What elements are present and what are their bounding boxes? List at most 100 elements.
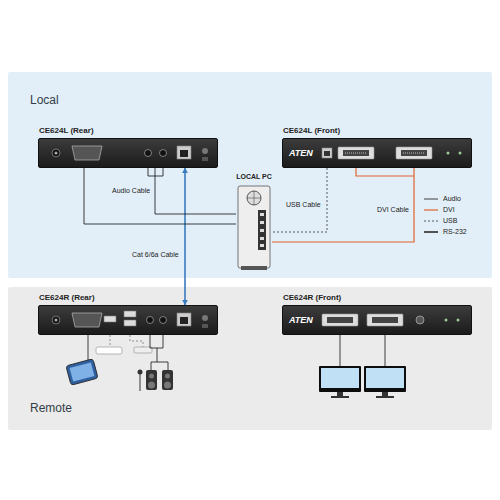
- legend: AudioDVI USBRS-232: [423, 193, 467, 237]
- legend-line: [424, 209, 438, 210]
- speaker-cone: [165, 374, 170, 379]
- device-name: CE624L (Front): [283, 126, 340, 136]
- audio-jack: [145, 150, 152, 157]
- power-pin: [55, 152, 58, 155]
- audio-bracket: [148, 168, 163, 176]
- pc-fan: [247, 191, 261, 205]
- legend-row: DVI: [423, 204, 467, 215]
- device-name: LOCAL PC: [236, 172, 272, 182]
- power-jack: [52, 149, 60, 157]
- legend-text: USB: [443, 216, 457, 225]
- microphone: [138, 370, 143, 375]
- monitor-screen: [366, 368, 404, 388]
- audio-jack: [160, 150, 167, 157]
- region-title: Local: [30, 93, 59, 107]
- dvi-port: [322, 314, 358, 326]
- dvi-socket: [343, 150, 369, 156]
- legend-row: RS-232: [423, 226, 467, 237]
- dvi-socket: [327, 317, 353, 323]
- led: [447, 152, 450, 155]
- touch-panel-screen: [70, 362, 95, 381]
- monitor-base: [331, 396, 349, 398]
- led: [445, 319, 448, 322]
- speaker: [162, 370, 173, 390]
- serial-port: [72, 146, 102, 160]
- led: [459, 152, 462, 155]
- brand-logo: ATEN: [289, 315, 313, 325]
- pc-port: [260, 229, 264, 232]
- legend-swatch: [423, 228, 439, 236]
- dvi-pins: [403, 153, 425, 154]
- keyboard: [96, 347, 122, 354]
- pc-port: [260, 244, 264, 247]
- microphone-stand: [140, 374, 141, 391]
- edge-label: DVI Cable: [376, 205, 410, 214]
- rj45-port: [177, 146, 191, 159]
- device-name: CE624L (Rear): [39, 126, 94, 136]
- monitor: [364, 366, 406, 392]
- dvi-socket: [372, 317, 398, 323]
- region-panel: RemoteCE624R (Rear)CE624R (Front)ATEN: [8, 287, 492, 430]
- serial-port: [72, 313, 102, 327]
- legend-swatch: [423, 195, 439, 203]
- usb-port: [124, 320, 136, 326]
- pc-foot: [241, 266, 267, 270]
- monitor-base: [376, 396, 394, 398]
- touch-panel-body: [66, 359, 98, 386]
- rj45-port: [177, 313, 191, 326]
- ground-screw: [202, 315, 208, 321]
- dvi-cable: [272, 168, 414, 242]
- legend-text: Audio: [443, 194, 461, 203]
- brand-logo: ATEN: [289, 148, 313, 158]
- cat6-cable: [184, 168, 186, 305]
- ground-screw: [202, 148, 208, 154]
- usb-cable: [272, 168, 327, 232]
- monitor: [319, 366, 361, 392]
- dvi-port: [338, 147, 374, 159]
- power-jack: [52, 316, 60, 324]
- speaker-cone: [164, 382, 171, 389]
- pc-port: [260, 221, 264, 224]
- dvi-port: [396, 147, 432, 159]
- usb-port: [104, 316, 116, 322]
- device-box: CE624L (Front)ATEN: [282, 138, 472, 168]
- rj45-socket: [180, 150, 188, 157]
- push-button: [416, 316, 424, 324]
- touch-panel: [66, 359, 98, 386]
- audio-jack: [147, 317, 154, 324]
- flash-drive: [134, 347, 152, 353]
- device-name: CE624R (Front): [283, 293, 341, 303]
- region-title: Remote: [30, 401, 72, 415]
- legend-row: Audio: [423, 193, 467, 204]
- pc-port: [260, 213, 264, 216]
- rs232-wire: [88, 335, 89, 361]
- dvi-socket: [401, 150, 427, 156]
- dvi-pins: [345, 153, 367, 154]
- legend-text: DVI: [443, 205, 455, 214]
- speaker-cone: [149, 374, 154, 379]
- edge-label: Audio Cable: [111, 186, 151, 195]
- usb-b-port: [322, 148, 332, 158]
- usb-port: [124, 311, 136, 317]
- pc-tower: [238, 186, 270, 268]
- audio-wire: [150, 335, 168, 370]
- usb-wire: [110, 335, 143, 347]
- legend-line: [424, 198, 438, 199]
- edge-label: USB Cable: [285, 200, 322, 209]
- switch: [202, 157, 208, 161]
- audio-jack: [160, 317, 167, 324]
- monitor-stand: [337, 392, 343, 396]
- speaker: [146, 370, 157, 390]
- rj45-socket: [180, 317, 188, 324]
- legend-swatch: [423, 217, 439, 225]
- pc-port: [260, 237, 264, 240]
- legend-swatch: [423, 206, 439, 214]
- rs232-cable: [84, 168, 236, 224]
- edge-label: Cat 6/6a Cable: [131, 250, 180, 259]
- monitor-stand: [382, 392, 388, 396]
- power-pin: [55, 319, 58, 322]
